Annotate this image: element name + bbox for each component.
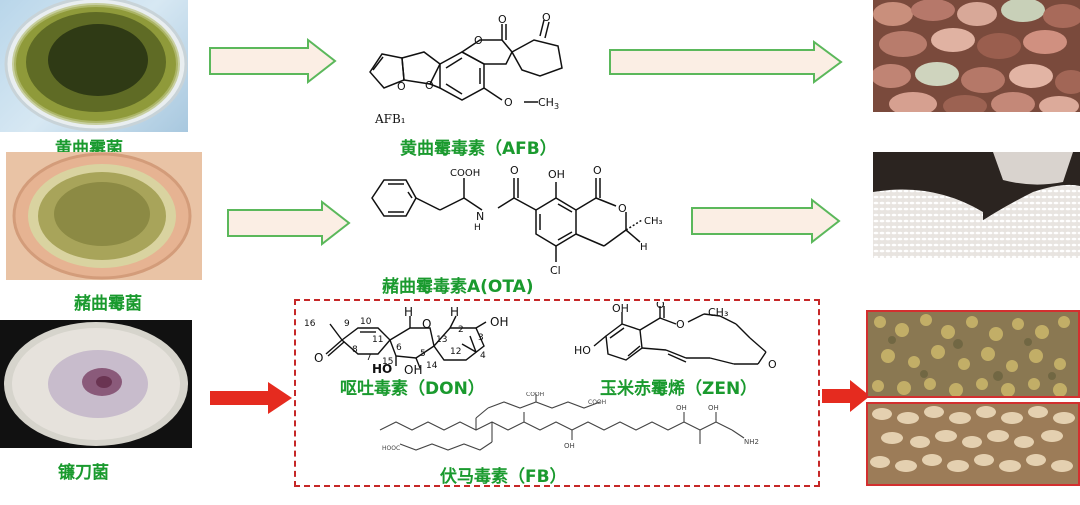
- svg-text:O: O: [314, 351, 323, 365]
- red-right-arrow-icon: [822, 380, 870, 412]
- svg-text:N: N: [476, 210, 484, 223]
- toxin-label-fb: 伏马毒素（FB）: [440, 467, 567, 487]
- svg-text:9: 9: [344, 319, 350, 329]
- ota-structure-diagram: COOH N H O OH O O CH₃ H Cl: [371, 164, 663, 276]
- don-ho-label: HO: [372, 362, 393, 376]
- svg-text:OH: OH: [404, 363, 422, 376]
- svg-text:3: 3: [554, 102, 559, 111]
- afb1-caption: AFB₁: [375, 112, 406, 126]
- svg-text:O: O: [498, 13, 507, 26]
- petri-dish-2-image: [6, 152, 202, 280]
- afb1-structure-diagram: O CH 3 O O O O O: [369, 12, 563, 111]
- svg-text:O: O: [422, 317, 431, 331]
- hollow-right-arrow-icon: [609, 40, 843, 84]
- peanuts-image: [873, 0, 1080, 112]
- svg-text:3: 3: [478, 333, 484, 343]
- toxin-label-don: 呕吐毒素（DON）: [340, 379, 485, 399]
- toxin-label-afb: 黄曲霉毒素（AFB）: [400, 139, 557, 159]
- svg-text:2: 2: [458, 325, 464, 335]
- aspergillus-flavus-dish-photo: [0, 0, 188, 132]
- petri-dish-3-image: [0, 320, 192, 448]
- svg-text:H: H: [640, 242, 648, 253]
- fungus-label-fusarium: 镰刀菌: [58, 463, 109, 483]
- toxin-label-zen: 玉米赤霉烯（ZEN）: [600, 379, 758, 399]
- wheat-kernels-frame: [866, 402, 1080, 486]
- svg-text:O: O: [768, 358, 777, 371]
- aspergillus-ochraceus-dish-photo: [6, 152, 202, 280]
- svg-text:O: O: [425, 79, 434, 92]
- svg-text:OH: OH: [490, 315, 508, 329]
- svg-text:14: 14: [426, 361, 438, 371]
- svg-text:OH: OH: [548, 168, 565, 181]
- svg-text:CH₃: CH₃: [644, 216, 663, 227]
- svg-text:16: 16: [304, 319, 316, 329]
- svg-text:NH2: NH2: [744, 438, 759, 446]
- svg-text:O: O: [397, 80, 406, 93]
- svg-text:O: O: [510, 164, 519, 177]
- wheat-kernels-photo: [868, 404, 1078, 484]
- svg-text:OH: OH: [612, 302, 629, 315]
- corn-grain-photo: [868, 312, 1078, 396]
- peanuts-photo: [873, 0, 1080, 112]
- svg-text:COOH: COOH: [588, 399, 606, 406]
- corn-grain-frame: [866, 310, 1080, 398]
- svg-text:O: O: [618, 202, 627, 215]
- svg-text:OH: OH: [676, 404, 687, 412]
- svg-text:11: 11: [372, 335, 383, 345]
- svg-text:12: 12: [450, 347, 461, 357]
- fusarium-toxins-dashed-box: [294, 299, 820, 487]
- svg-text:O: O: [474, 34, 483, 47]
- rice-photo: [873, 152, 1080, 258]
- wheat-kernels-image: [868, 404, 1078, 484]
- svg-text:13: 13: [436, 335, 447, 345]
- hollow-right-arrow-icon: [691, 198, 841, 244]
- petri-dish-1-image: [4, 0, 188, 132]
- svg-text:O: O: [542, 12, 551, 24]
- hollow-right-arrow-icon: [227, 200, 351, 246]
- svg-text:COOH: COOH: [526, 392, 544, 398]
- svg-text:CH₃: CH₃: [708, 306, 728, 319]
- hollow-right-arrow-icon: [209, 38, 337, 84]
- svg-text:O: O: [504, 96, 513, 109]
- svg-text:O: O: [656, 302, 665, 311]
- toxin-label-ota: 赭曲霉毒素A(OTA): [382, 277, 534, 297]
- svg-text:OH: OH: [708, 404, 719, 412]
- svg-text:7: 7: [366, 353, 372, 363]
- zen-structure-diagram: OH HO O O CH₃ O: [574, 302, 777, 371]
- svg-text:CH: CH: [538, 96, 554, 109]
- red-right-arrow-icon: [210, 382, 292, 414]
- svg-text:H: H: [450, 306, 459, 319]
- svg-text:H: H: [404, 306, 413, 319]
- don-structure-diagram: 16 9 10 11 8 7 6 15 5 14 13 12 4 3 2 O H…: [304, 306, 508, 376]
- svg-text:OH: OH: [564, 442, 575, 450]
- svg-text:Cl: Cl: [550, 264, 561, 276]
- svg-text:4: 4: [480, 351, 486, 361]
- fusarium-dish-photo: [0, 320, 192, 448]
- svg-text:5: 5: [420, 349, 426, 359]
- svg-text:O: O: [593, 164, 602, 177]
- svg-text:8: 8: [352, 345, 358, 355]
- svg-text:HO: HO: [574, 344, 591, 357]
- svg-text:15: 15: [382, 357, 393, 367]
- svg-text:HOOC: HOOC: [382, 445, 400, 452]
- fungus-label-aspergillus-ochraceus: 赭曲霉菌: [74, 294, 142, 314]
- svg-text:6: 6: [396, 343, 402, 353]
- svg-text:10: 10: [360, 317, 372, 327]
- fb-structure-diagram: COOH COOH HOOC OH OH OH NH2: [379, 392, 759, 452]
- svg-text:H: H: [474, 223, 481, 233]
- corn-grain-image: [868, 312, 1078, 396]
- svg-text:O: O: [676, 318, 685, 331]
- svg-text:COOH: COOH: [450, 168, 480, 179]
- rice-image: [873, 152, 1080, 258]
